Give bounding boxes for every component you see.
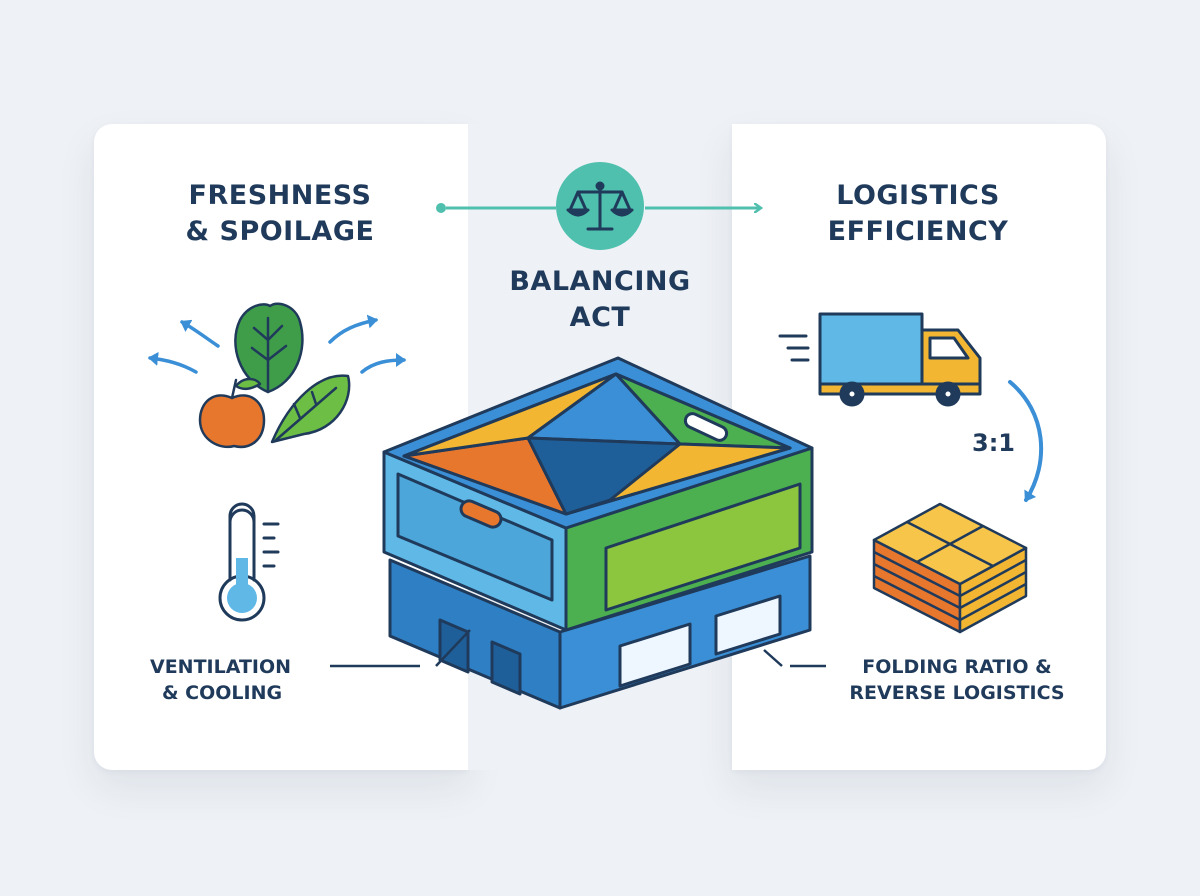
ventilation-callout-line bbox=[435, 629, 471, 667]
balance-scale-icon bbox=[556, 162, 644, 250]
balancing-act-title: BALANCING ACT bbox=[509, 266, 691, 333]
freshness-spoilage-title: FRESHNESS & SPOILAGE bbox=[185, 180, 375, 247]
ratio-value: 3:1 bbox=[972, 429, 1015, 457]
folded-crates-stack bbox=[872, 502, 1028, 634]
folding-crate-illustration bbox=[382, 356, 814, 710]
logistics-efficiency-title: LOGISTICS EFFICIENCY bbox=[827, 180, 1009, 247]
produce-icon bbox=[198, 302, 351, 449]
thermometer-icon bbox=[218, 502, 280, 622]
delivery-truck-icon bbox=[778, 312, 982, 407]
airflow-arrows bbox=[148, 314, 406, 374]
folding-callout-line bbox=[763, 649, 783, 667]
ventilation-cooling-label: VENTILATION & COOLING bbox=[150, 656, 292, 704]
folding-ratio-label: FOLDING RATIO & REVERSE LOGISTICS bbox=[849, 656, 1065, 704]
balance-connector bbox=[436, 162, 760, 250]
fold-arrow bbox=[1008, 380, 1044, 502]
